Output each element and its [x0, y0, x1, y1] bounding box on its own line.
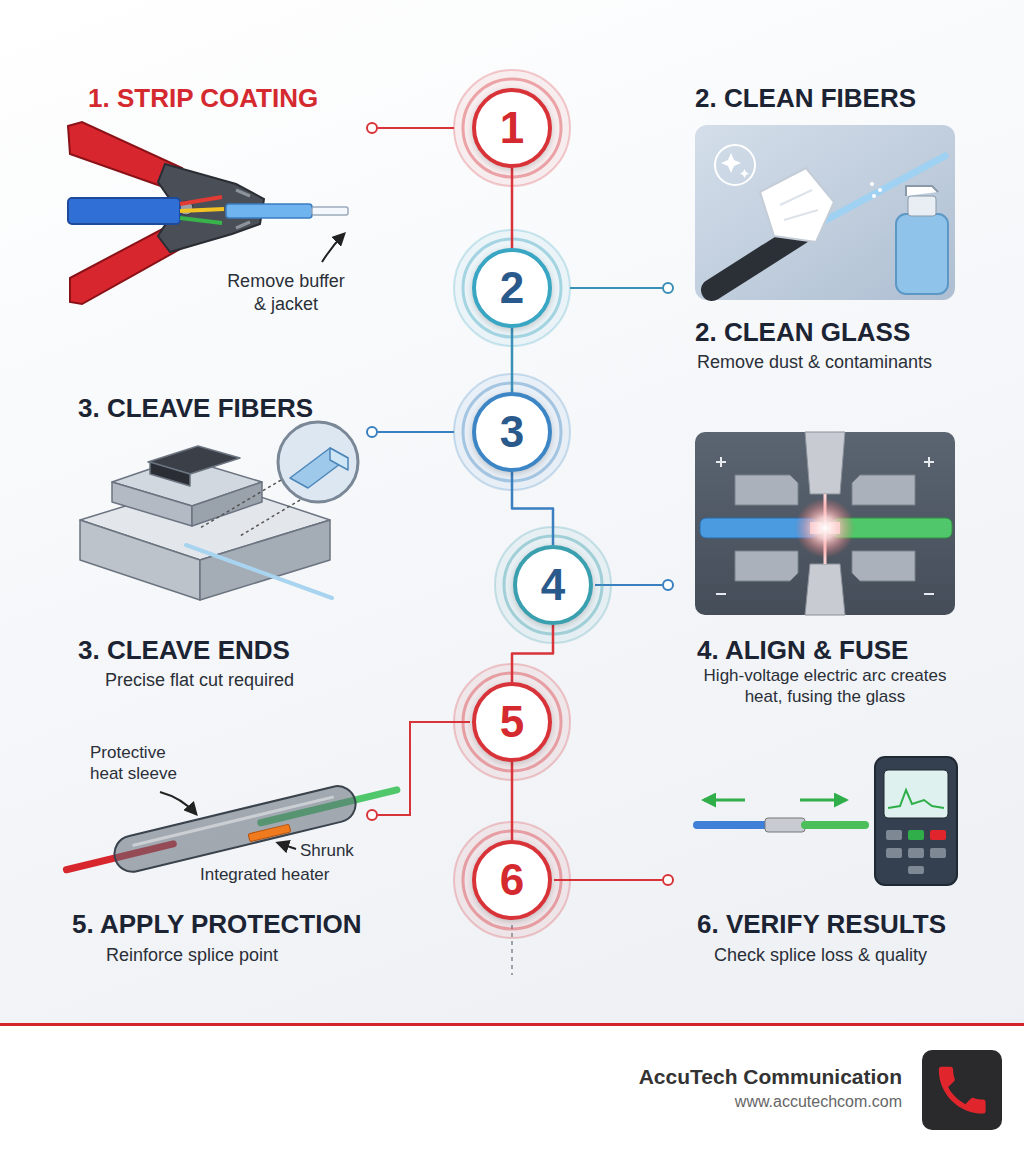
timeline-connector: [512, 472, 553, 545]
footer-band: [0, 1026, 1024, 1154]
glow-ring: [463, 79, 561, 177]
step-number: 4: [541, 563, 565, 607]
otdr-meter: [697, 757, 957, 885]
phone-icon: [922, 1050, 1002, 1130]
heat-sleeve: [62, 772, 401, 887]
timeline-connector: [511, 762, 514, 840]
step-heading: 2. CLEAN FIBERS: [695, 82, 916, 115]
callout-text: Protective heat sleeve: [90, 742, 185, 785]
timeline-connector: [511, 168, 514, 248]
step-description: Reinforce splice point: [106, 944, 278, 967]
pointer-arrow: [278, 843, 296, 849]
step-description: High-voltage electric arc creates heat, …: [700, 665, 950, 708]
step-description: Remove dust & contaminants: [697, 351, 932, 374]
step-heading: 4. ALIGN & FUSE: [697, 634, 908, 667]
company-url: www.accutechcom.com: [735, 1092, 902, 1112]
cleaning-panel: [695, 125, 955, 300]
pointer-arrow: [160, 792, 196, 814]
cleaver-tool: [80, 422, 358, 600]
glow-ring: [463, 239, 561, 337]
step-circle: 6: [472, 840, 552, 920]
step-description: Check splice loss & quality: [714, 944, 927, 967]
footer-rule: [0, 1023, 1024, 1026]
glow-ring: [454, 822, 570, 938]
timeline-glow: [454, 70, 611, 938]
glow-ring: [504, 536, 602, 634]
step-heading: 3. CLEAVE ENDS: [78, 634, 290, 667]
step-heading: 5. APPLY PROTECTION: [72, 908, 361, 941]
timeline-connector: [511, 328, 514, 392]
step-circle: 4: [513, 545, 593, 625]
timeline-connector: [512, 625, 553, 682]
step-number: 1: [500, 106, 524, 150]
step-circle: 1: [472, 88, 552, 168]
step-heading: 1. STRIP COATING: [88, 82, 318, 115]
step-description: Precise flat cut required: [105, 669, 294, 692]
step-circle: 2: [472, 248, 552, 328]
callout-text: Remove buffer & jacket: [222, 270, 350, 315]
step-number: 5: [500, 700, 524, 744]
glow-ring: [463, 383, 561, 481]
step-heading: 2. CLEAN GLASS: [695, 316, 910, 349]
callout-text: Shrunk: [300, 840, 354, 861]
fusion-panel: [695, 432, 955, 615]
glow-ring: [463, 673, 561, 771]
glow-ring: [463, 831, 561, 929]
step-number: 6: [500, 858, 524, 902]
step-heading: 6. VERIFY RESULTS: [697, 908, 946, 941]
step-circle: 5: [472, 682, 552, 762]
callout-text: Integrated heater: [200, 864, 329, 885]
leader-lines: [367, 123, 673, 975]
step-number: 3: [500, 410, 524, 454]
step-number: 2: [500, 266, 524, 310]
company-name: AccuTech Communication: [639, 1064, 902, 1090]
step-heading: 3. CLEAVE FIBERS: [78, 392, 313, 425]
step-circle: 3: [472, 392, 552, 472]
